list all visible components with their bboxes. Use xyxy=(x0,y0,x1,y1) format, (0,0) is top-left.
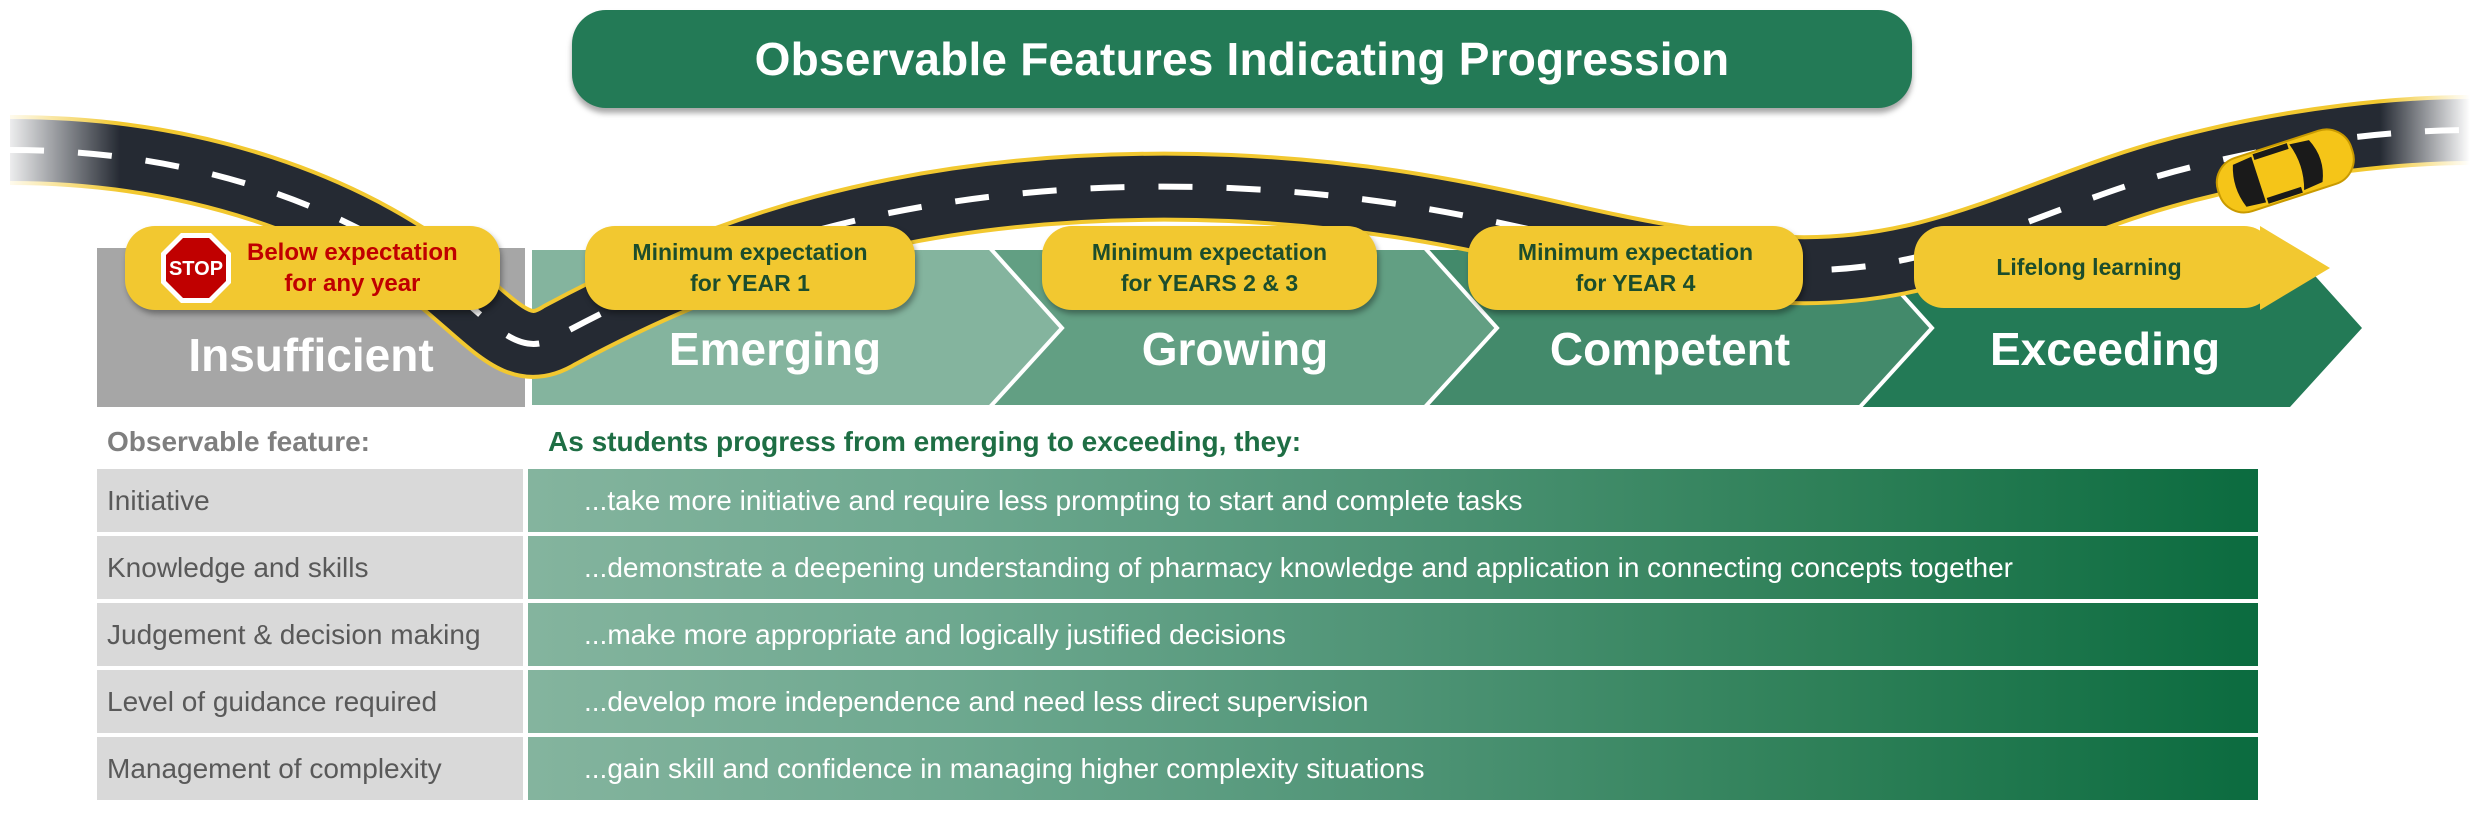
callout-insufficient-text: Below expectation for any year xyxy=(247,239,458,297)
stage-label-competent: Competent xyxy=(1549,323,1791,375)
callout-competent: Minimum expectation for YEAR 4 xyxy=(1468,226,1803,310)
description-cell: ...demonstrate a deepening understanding… xyxy=(528,536,2258,599)
stop-sign-label: STOP xyxy=(169,258,223,280)
callout-competent-text: Minimum expectation for YEAR 4 xyxy=(1517,239,1754,296)
table-right-header: As students progress from emerging to ex… xyxy=(548,426,1302,457)
page-title: Observable Features Indicating Progressi… xyxy=(754,33,1730,85)
description-cell: ...take more initiative and require less… xyxy=(528,469,2258,532)
description-cell: ...make more appropriate and logically j… xyxy=(528,603,2258,666)
feature-cell: Initiative xyxy=(97,469,523,532)
car-icon xyxy=(2215,128,2355,214)
description-cell: ...gain skill and confidence in managing… xyxy=(528,737,2258,800)
stage-label-exceeding: Exceeding xyxy=(1989,323,2221,375)
callout-emerging: Minimum expectation for YEAR 1 xyxy=(585,226,915,310)
stage-label-growing: Growing xyxy=(1141,323,1329,375)
feature-cell: Judgement & decision making xyxy=(97,603,523,666)
callout-insufficient: STOP Below expectation for any year xyxy=(125,226,500,310)
callout-emerging-text: Minimum expectation for YEAR 1 xyxy=(632,239,868,296)
feature-cell: Management of complexity xyxy=(97,737,523,800)
stage-label-insufficient: Insufficient xyxy=(188,329,434,381)
arrow-right-icon xyxy=(1914,226,2330,310)
stage-label-emerging: Emerging xyxy=(668,323,882,375)
feature-cell: Level of guidance required xyxy=(97,670,523,733)
callout-growing-text: Minimum expectation for YEARS 2 & 3 xyxy=(1091,239,1328,296)
description-cell: ...develop more independence and need le… xyxy=(528,670,2258,733)
callout-exceeding-text: Lifelong learning xyxy=(1996,253,2182,280)
feature-cell: Knowledge and skills xyxy=(97,536,523,599)
title-banner: Observable Features Indicating Progressi… xyxy=(572,10,1912,108)
table-left-header: Observable feature: xyxy=(107,426,370,457)
callout-growing: Minimum expectation for YEARS 2 & 3 xyxy=(1042,226,1377,310)
stop-sign-icon: STOP xyxy=(161,233,231,303)
callout-exceeding: Lifelong learning xyxy=(1914,226,2264,308)
